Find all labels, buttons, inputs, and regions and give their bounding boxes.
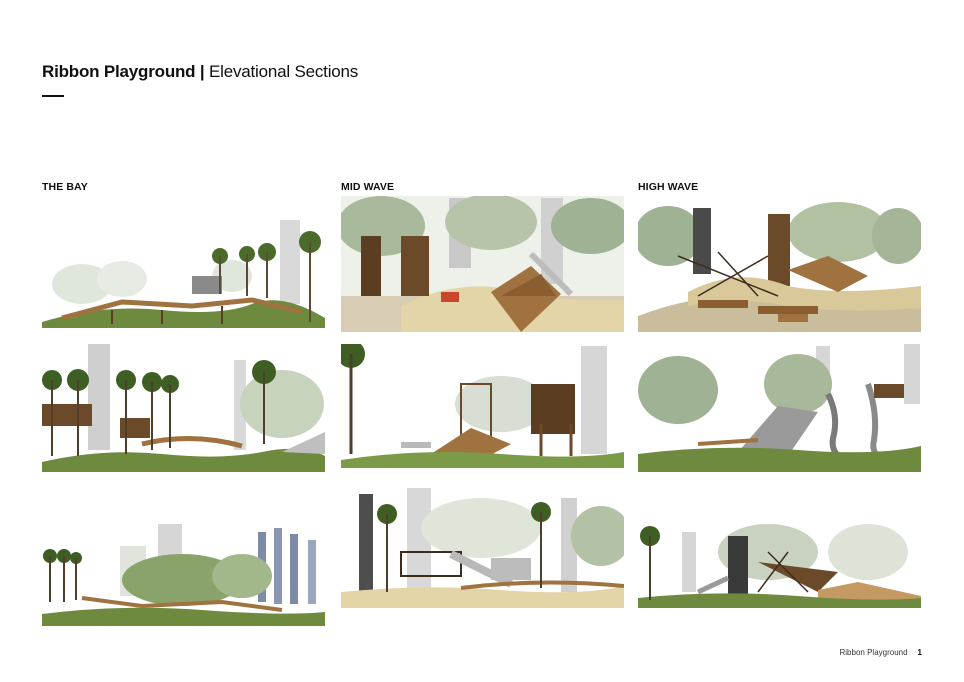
column-heading-high-wave: HIGH WAVE — [638, 181, 699, 193]
section-image-mid-wave-1 — [341, 196, 624, 332]
title-underline — [42, 95, 64, 97]
column-heading-the-bay: THE BAY — [42, 181, 88, 193]
section-image-high-wave-2 — [638, 344, 921, 472]
section-image-high-wave-3 — [638, 512, 921, 608]
section-image-mid-wave-3 — [341, 488, 624, 608]
page-footer: Ribbon Playground 1 — [840, 648, 923, 657]
section-image-the-bay-3 — [42, 518, 325, 626]
section-image-the-bay-1 — [42, 214, 325, 328]
section-image-mid-wave-2 — [341, 344, 624, 468]
footer-page-number: 1 — [917, 648, 922, 657]
column-heading-mid-wave: MID WAVE — [341, 181, 395, 193]
footer-project-name: Ribbon Playground — [839, 648, 908, 657]
page-title: Ribbon Playground | Elevational Sections — [42, 62, 358, 82]
page-title-bold: Ribbon Playground | — [42, 62, 205, 81]
section-image-high-wave-1 — [638, 196, 921, 332]
page-title-light: Elevational Sections — [208, 62, 359, 81]
section-image-the-bay-2 — [42, 344, 325, 472]
